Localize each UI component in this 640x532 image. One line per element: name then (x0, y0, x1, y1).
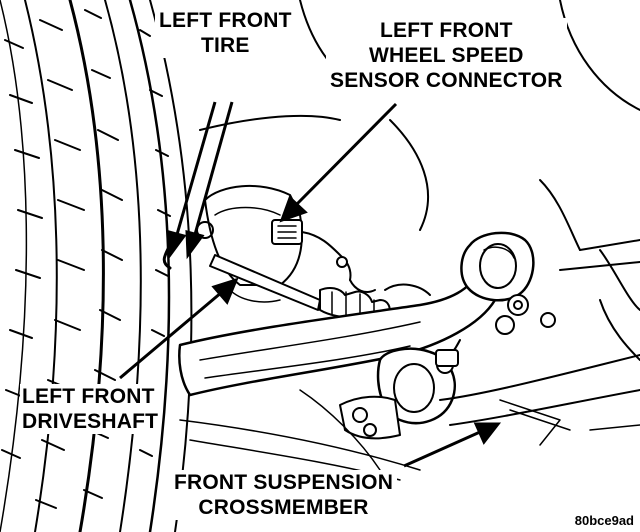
tire-illustration (0, 0, 193, 532)
tire-arrowhead-1 (167, 230, 187, 260)
sensor-label-line-3: SENSOR CONNECTOR (330, 69, 563, 92)
crossmember-arrowhead (473, 422, 502, 445)
driveshaft-label-line-2: DRIVESHAFT (22, 410, 159, 433)
sensor-connector (271, 219, 376, 293)
figure-reference-id: 80bce9ad (574, 513, 634, 528)
sensor-label-line-2: WHEEL SPEED (369, 44, 524, 67)
tire-arrow-1 (174, 101, 217, 239)
front-bushing-bracket (339, 347, 459, 440)
driveshaft-label-line-1: LEFT FRONT (22, 385, 155, 408)
crossmember-label: FRONT SUSPENSION CROSSMEMBER (170, 470, 398, 520)
sensor-arrowhead (279, 195, 308, 223)
tire-label-line-1: LEFT FRONT (159, 9, 292, 32)
wheel-house (199, 0, 640, 311)
driveshaft (209, 254, 431, 319)
tire-label: LEFT FRONT TIRE (155, 8, 296, 58)
driveshaft-arrow (119, 290, 223, 380)
tire-arrow-2 (192, 101, 234, 239)
leader-lines (119, 101, 502, 468)
crossmember (439, 179, 640, 446)
tire-label-line-2: TIRE (201, 34, 250, 57)
control-arm-bushing (460, 231, 556, 335)
crossmember-arrow (403, 430, 481, 468)
crossmember-label-line-1: FRONT SUSPENSION (174, 471, 394, 494)
sensor-arrow (294, 102, 398, 207)
tire-arrowhead-2 (185, 230, 205, 260)
driveshaft-label: LEFT FRONT DRIVESHAFT (20, 384, 161, 434)
crossmember-label-line-2: CROSSMEMBER (198, 496, 369, 519)
driveshaft-arrowhead (211, 277, 239, 305)
sensor-label-line-1: LEFT FRONT (380, 19, 513, 42)
sensor-label: LEFT FRONT WHEEL SPEED SENSOR CONNECTOR (326, 18, 567, 93)
